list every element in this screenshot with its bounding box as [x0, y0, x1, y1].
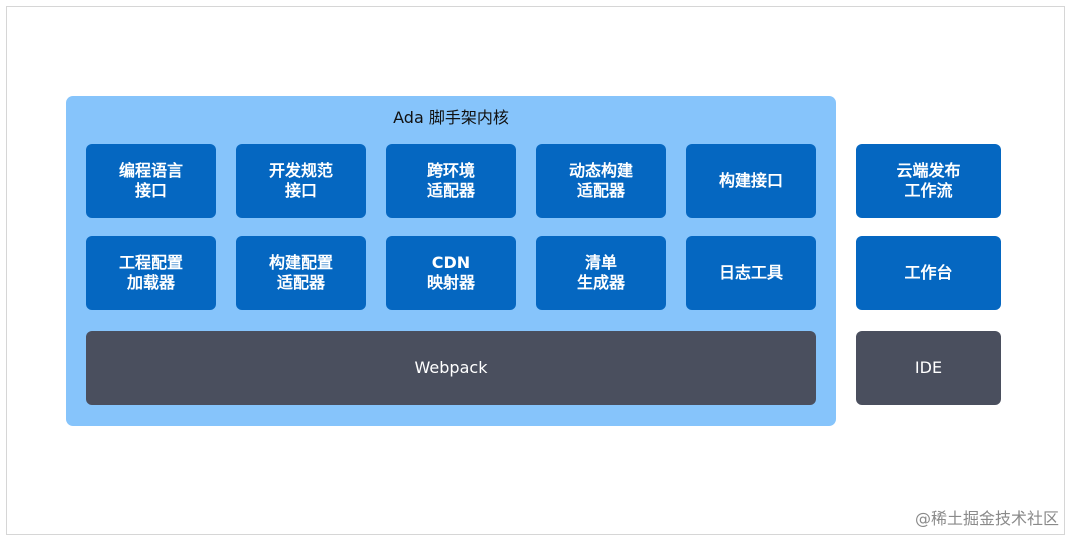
- module-build-config-adapter: 构建配置 适配器: [236, 236, 366, 310]
- module-manifest-generator: 清单 生成器: [536, 236, 666, 310]
- webpack-base: Webpack: [86, 331, 816, 405]
- module-dev-standard-interface: 开发规范 接口: [236, 144, 366, 218]
- module-programming-language-interface: 编程语言 接口: [86, 144, 216, 218]
- watermark: @稀土掘金技术社区: [914, 509, 1059, 528]
- cloud-publish-workflow: 云端发布 工作流: [856, 144, 1001, 218]
- ide: IDE: [856, 331, 1001, 405]
- workbench: 工作台: [856, 236, 1001, 310]
- module-cdn-mapper: CDN 映射器: [386, 236, 516, 310]
- ada-core-title: Ada 脚手架内核: [393, 108, 509, 127]
- module-dynamic-build-adapter: 动态构建 适配器: [536, 144, 666, 218]
- module-cross-env-adapter: 跨环境 适配器: [386, 144, 516, 218]
- module-log-tool: 日志工具: [686, 236, 816, 310]
- module-project-config-loader: 工程配置 加载器: [86, 236, 216, 310]
- module-build-interface: 构建接口: [686, 144, 816, 218]
